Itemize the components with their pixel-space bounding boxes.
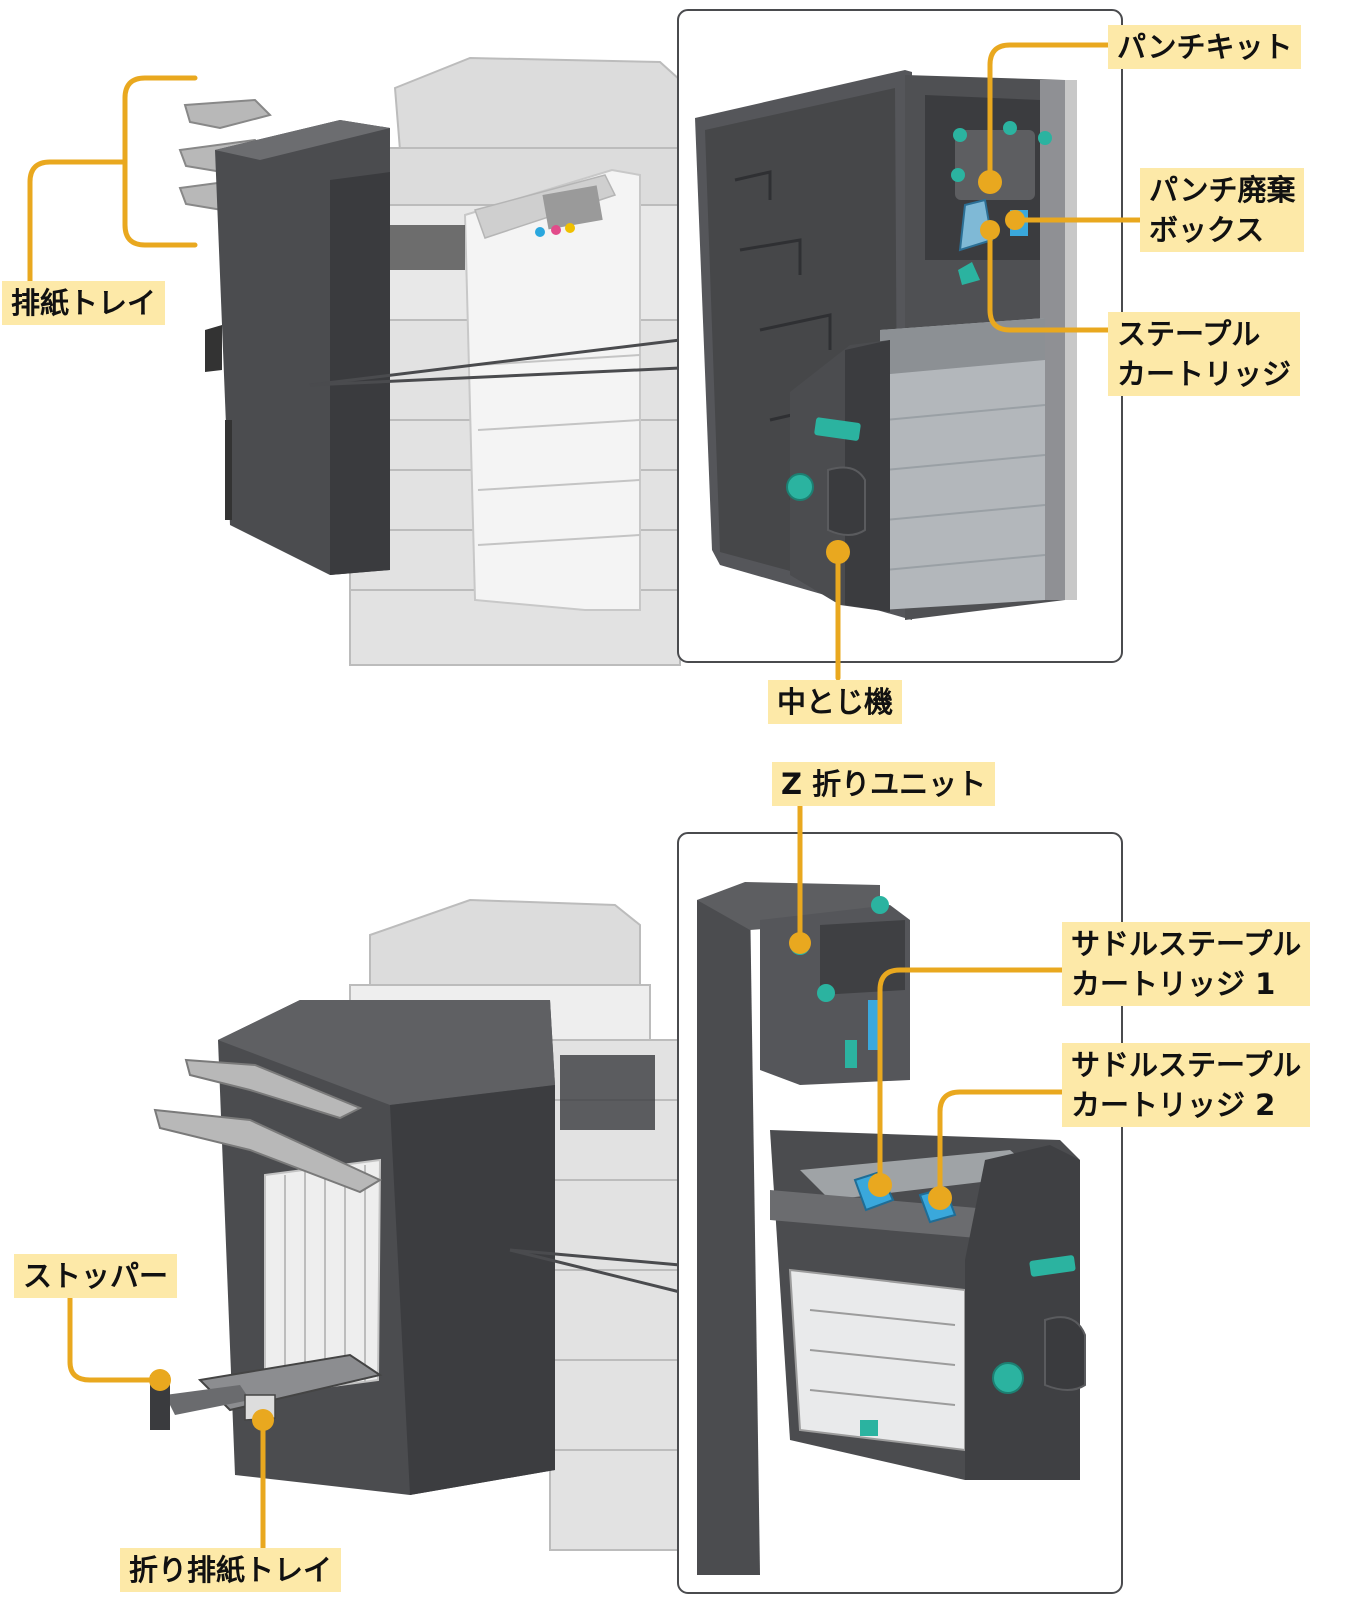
top-inset-illustration [695,70,1077,620]
staple-cartridge-label-line-2: カートリッジ [1117,357,1292,391]
stopper-label: ストッパー [14,1254,178,1298]
bottom-leader-lines [67,802,1065,1551]
fold-output-tray-label: 折り排紙トレイ [120,1548,342,1592]
output-tray-label: 排紙トレイ [2,281,166,325]
saddle-staple-cartridge-1-label-line-2: カートリッジ 1 [1071,967,1276,1001]
punch-waste-box-label: パンチ廃棄 ボックス [1140,168,1305,252]
staple-cartridge-label-line-1: ステープル [1117,317,1261,351]
punch-kit-label: パンチキット [1108,25,1302,69]
saddle-staple-cartridge-1-label-line-1: サドルステープル [1071,927,1302,961]
saddle-staple-cartridge-1-label: サドルステープル カートリッジ 1 [1062,922,1311,1006]
bottom-leader-dots [149,932,952,1431]
saddle-staple-cartridge-2-label-line-1: サドルステープル [1071,1048,1302,1082]
punch-waste-box-label-line-1: パンチ廃棄 [1149,173,1296,207]
punch-waste-box-label-line-2: ボックス [1149,213,1265,247]
bottom-machine-illustration [150,898,681,1551]
staple-cartridge-label: ステープル カートリッジ [1108,312,1301,396]
saddle-staple-cartridge-2-label: サドルステープル カートリッジ 2 [1062,1043,1311,1127]
bottom-inset-illustration [697,882,1086,1575]
top-machine-illustration [178,56,681,666]
top-leader-dots [826,170,1025,564]
z-fold-unit-label: Z 折りユニット [772,762,996,806]
top-leader-lines [27,42,1143,681]
saddle-staple-cartridge-2-label-line-2: カートリッジ 2 [1071,1088,1276,1122]
saddle-unit-label: 中とじ機 [768,680,903,724]
